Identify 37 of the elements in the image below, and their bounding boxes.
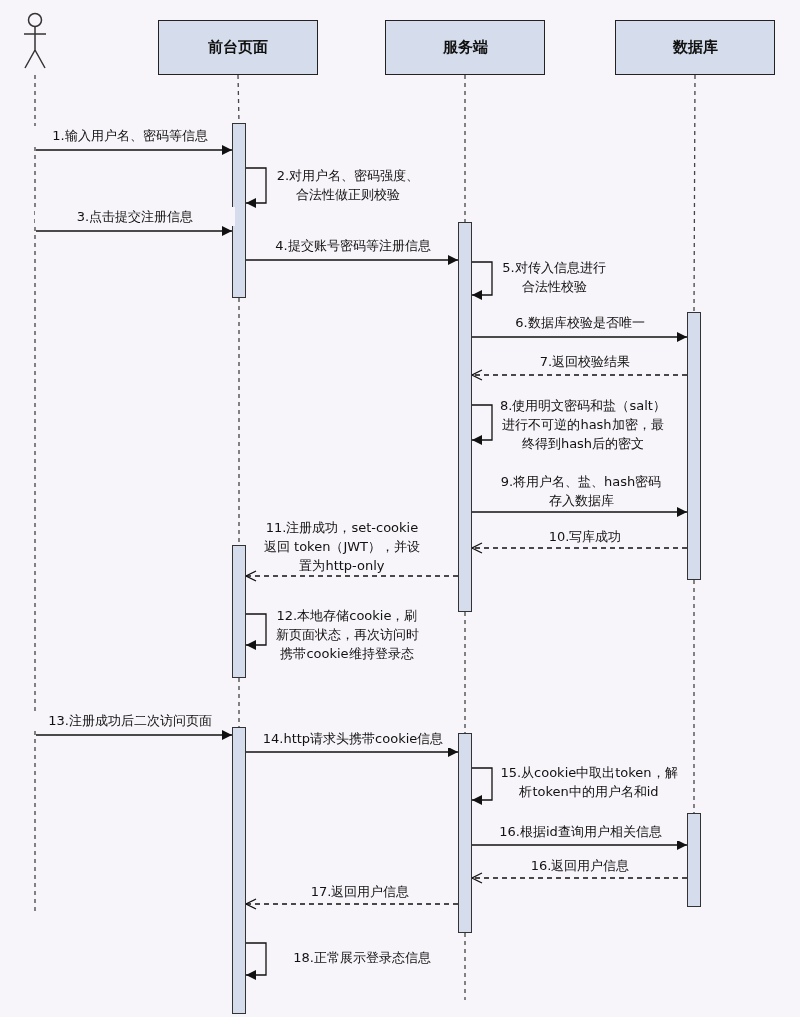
message-label: 11.注册成功，set-cookie返回 token（JWT），并设置为http-only [262, 518, 422, 575]
message-arrow [471, 369, 688, 381]
message-arrow [35, 730, 233, 740]
activation-bar [458, 222, 472, 612]
message-arrow [245, 898, 459, 910]
message-arrow [245, 570, 459, 582]
message-arrow [471, 840, 688, 850]
message-arrow [35, 145, 233, 155]
message-arrow [245, 942, 267, 980]
lifeline [238, 677, 240, 728]
message-arrow [471, 404, 493, 445]
activation-bar [687, 312, 701, 580]
message-arrow [471, 261, 493, 300]
message-arrow [245, 613, 267, 650]
activation-bar [458, 733, 472, 933]
lifeline [693, 579, 695, 814]
lifeline [464, 611, 466, 734]
message-label: 3.点击提交注册信息 [35, 207, 235, 226]
message-arrow [471, 767, 493, 805]
message-arrow [245, 747, 459, 757]
message-arrow [471, 332, 688, 342]
lifeline [464, 932, 466, 1001]
lifeline [693, 74, 696, 313]
message-arrow [471, 507, 688, 517]
message-arrow [471, 542, 688, 554]
activation-bar [232, 727, 246, 1014]
participant-box: 服务端 [385, 20, 545, 75]
lifeline [464, 74, 466, 223]
message-arrow [471, 872, 688, 884]
activation-bar [232, 123, 246, 298]
participant-box: 数据库 [615, 20, 775, 75]
message-arrow [35, 226, 233, 236]
activation-bar [687, 813, 701, 907]
message-arrow [245, 167, 267, 208]
participant-box: 前台页面 [158, 20, 318, 75]
message-arrow [245, 255, 459, 265]
activation-bar [232, 545, 246, 678]
